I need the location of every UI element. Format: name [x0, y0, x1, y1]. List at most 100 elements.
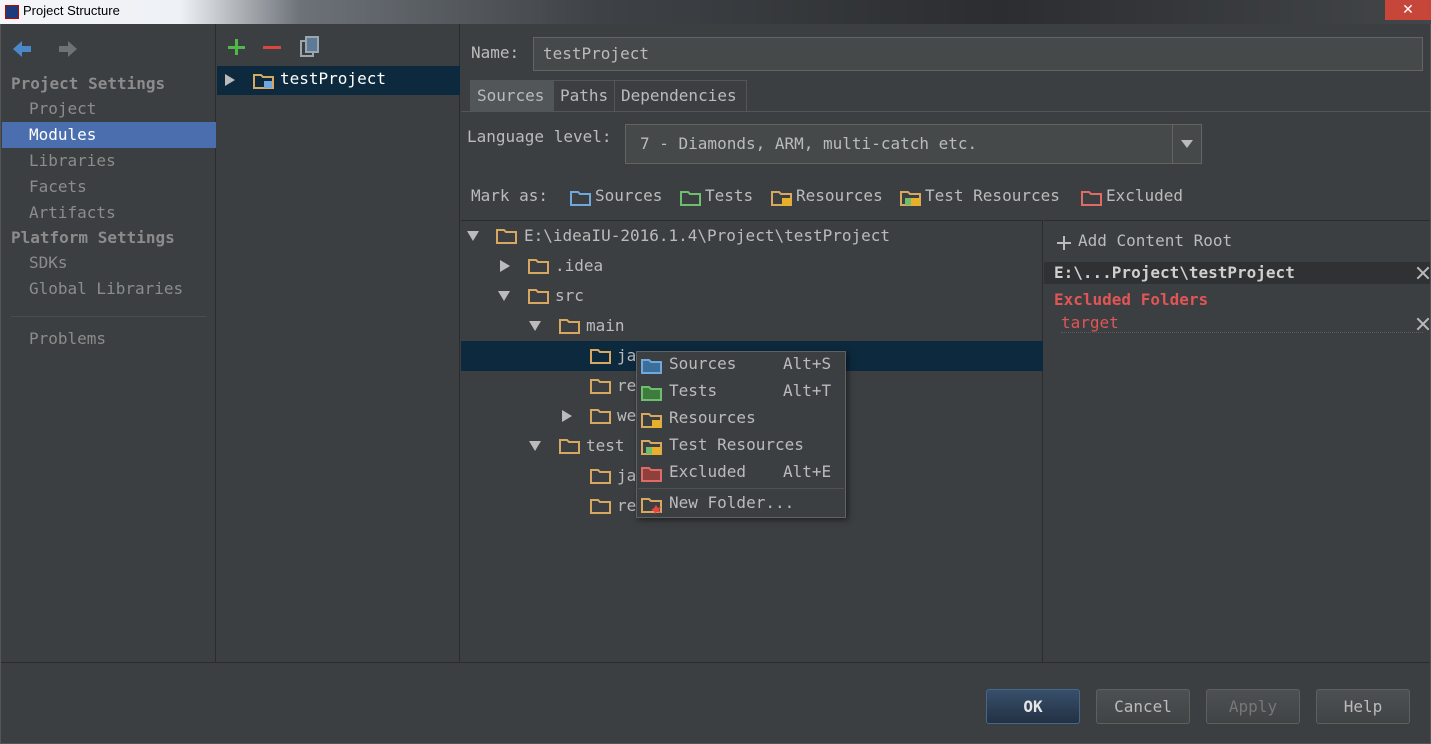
menu-item-label: Tests [669, 381, 718, 400]
menu-item-tests[interactable]: Tests Alt+T [637, 379, 845, 406]
sources-folder-icon [570, 189, 591, 206]
collapse-arrow-icon[interactable] [467, 231, 479, 241]
add-content-root-label: Add Content Root [1078, 231, 1233, 250]
language-level-select[interactable]: 7 - Diamonds, ARM, multi-catch etc. [625, 124, 1202, 164]
tree-label: test [586, 436, 625, 455]
resources-folder-icon [771, 189, 792, 206]
tree-row-project-root[interactable]: E:\ideaIU-2016.1.4\Project\testProject [461, 221, 1043, 251]
nav-item-project[interactable]: Project [29, 99, 97, 118]
remove-root-icon[interactable] [1416, 266, 1430, 280]
tree-row-idea[interactable]: .idea [461, 251, 1043, 281]
menu-item-excluded[interactable]: Excluded Alt+E [637, 460, 845, 487]
folder-icon [590, 497, 611, 514]
name-label: Name: [471, 43, 520, 62]
test-resources-folder-icon [900, 189, 921, 206]
tree-label: main [586, 316, 625, 335]
forward-arrow-icon[interactable] [57, 38, 79, 60]
expand-arrow-icon[interactable] [500, 260, 510, 272]
menu-item-label: Resources [669, 408, 756, 427]
excluded-folder-item: target [1061, 313, 1119, 332]
tree-label: re [617, 376, 637, 395]
remove-icon[interactable] [261, 36, 283, 58]
name-input[interactable]: testProject [533, 37, 1423, 71]
tree-row-src[interactable]: src [461, 281, 1043, 311]
remove-excluded-icon[interactable] [1416, 317, 1430, 331]
tree-row-main[interactable]: main [461, 311, 1043, 341]
tests-folder-icon [641, 384, 663, 402]
nav-item-modules[interactable]: Modules [2, 122, 216, 148]
window-title: Project Structure [23, 3, 120, 18]
module-row-testproject[interactable]: testProject [217, 66, 460, 95]
menu-item-shortcut: Alt+E [783, 462, 832, 481]
window-close-button[interactable]: ✕ [1385, 0, 1431, 20]
excluded-folders-heading: Excluded Folders [1054, 290, 1209, 309]
tree-row-test-resources[interactable]: re [461, 491, 1043, 521]
tree-row-test-java[interactable]: ja [461, 461, 1043, 491]
nav-item-artifacts[interactable]: Artifacts [29, 203, 116, 222]
tree-row-webapp[interactable]: we [461, 401, 1043, 431]
mark-tests-label: Tests [705, 186, 754, 205]
tree-label: src [555, 286, 584, 305]
collapse-arrow-icon[interactable] [529, 321, 541, 331]
folder-icon [496, 227, 517, 244]
tree-row-test[interactable]: test [461, 431, 1043, 461]
ok-button[interactable]: OK [986, 689, 1080, 724]
platform-settings-heading: Platform Settings [11, 228, 175, 247]
collapse-arrow-icon[interactable] [498, 291, 510, 301]
language-level-value: 7 - Diamonds, ARM, multi-catch etc. [640, 134, 978, 153]
menu-separator [638, 488, 844, 489]
project-settings-heading: Project Settings [11, 74, 166, 93]
module-list-panel: testProject [217, 24, 460, 662]
chevron-down-icon[interactable] [1172, 125, 1201, 163]
folder-icon [590, 377, 611, 394]
module-folder-icon [253, 72, 274, 89]
menu-item-test-resources[interactable]: Test Resources [637, 433, 845, 460]
menu-item-sources[interactable]: Sources Alt+S [637, 352, 845, 379]
tab-paths[interactable]: Paths [553, 80, 615, 112]
add-icon[interactable] [225, 36, 247, 58]
nav-arrows [11, 38, 93, 60]
mark-sources-label: Sources [595, 186, 663, 205]
menu-item-new-folder[interactable]: New Folder... [637, 491, 845, 518]
folder-icon [528, 287, 549, 304]
test-resources-folder-icon [641, 438, 663, 456]
cancel-button[interactable]: Cancel [1096, 689, 1190, 724]
folder-icon [590, 467, 611, 484]
menu-item-label: Sources [669, 354, 737, 373]
tree-label: ja [617, 466, 637, 485]
mark-as-label: Mark as: [471, 186, 549, 205]
back-arrow-icon[interactable] [11, 38, 33, 60]
sources-folder-icon [641, 357, 663, 375]
new-folder-icon [641, 496, 663, 514]
mark-test-resources-label: Test Resources [925, 186, 1060, 205]
mark-excluded-label: Excluded [1106, 186, 1184, 205]
plus-icon [1057, 236, 1071, 250]
nav-item-sdks[interactable]: SDKs [29, 253, 68, 272]
module-label: testProject [280, 69, 386, 88]
nav-item-problems[interactable]: Problems [29, 329, 107, 348]
tree-row-main-resources[interactable]: re [461, 371, 1043, 401]
nav-item-global-libraries[interactable]: Global Libraries [29, 279, 184, 298]
copy-icon[interactable] [299, 36, 321, 58]
tree-label: re [617, 496, 637, 515]
nav-item-libraries[interactable]: Libraries [29, 151, 116, 170]
menu-item-shortcut: Alt+T [783, 381, 832, 400]
help-button[interactable]: Help [1316, 689, 1410, 724]
folder-icon [528, 257, 549, 274]
expand-arrow-icon[interactable] [225, 74, 235, 86]
apply-button[interactable]: Apply [1206, 689, 1300, 724]
tab-dependencies[interactable]: Dependencies [614, 80, 747, 112]
tree-label: E:\ideaIU-2016.1.4\Project\testProject [524, 226, 891, 245]
excluded-item-underline [1061, 332, 1423, 333]
nav-item-facets[interactable]: Facets [29, 177, 87, 196]
tab-sources[interactable]: Sources [470, 80, 554, 112]
collapse-arrow-icon[interactable] [529, 441, 541, 451]
content-root-row: E:\...Project\testProject [1044, 262, 1430, 284]
menu-item-resources[interactable]: Resources [637, 406, 845, 433]
expand-arrow-icon[interactable] [562, 410, 572, 422]
folder-icon [590, 347, 611, 364]
title-bar: Project Structure ✕ [0, 0, 1431, 24]
content-root-pane: Add Content Root E:\...Project\testProje… [1044, 220, 1430, 662]
tree-label: we [617, 406, 637, 425]
tree-label: .idea [555, 256, 604, 275]
